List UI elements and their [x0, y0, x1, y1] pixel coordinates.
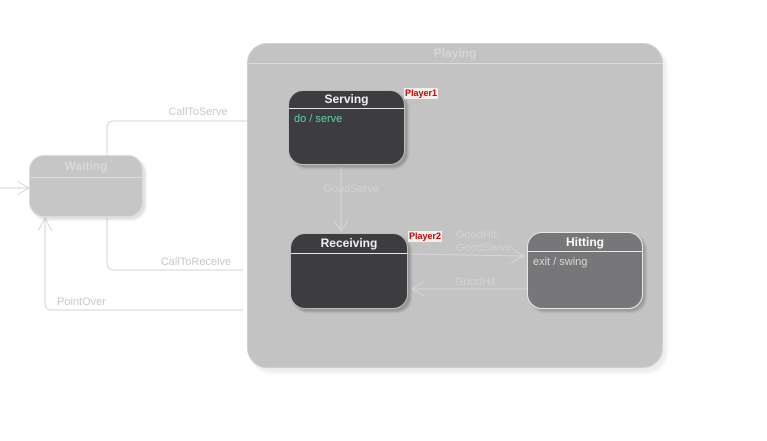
state-waiting[interactable]: Waiting: [29, 155, 143, 217]
state-playing-title: Playing: [248, 44, 662, 64]
annotation-player1[interactable]: Player1: [404, 88, 439, 99]
label-goodhit-goodserve[interactable]: GoodHit, GoodServe: [456, 229, 512, 255]
state-serving-title: Serving: [289, 91, 404, 109]
state-receiving-title: Receiving: [291, 234, 407, 254]
state-hitting[interactable]: Hitting exit / swing: [527, 232, 643, 309]
label-call-to-serve[interactable]: CallToServe: [168, 106, 228, 118]
transition-initial[interactable]: [0, 180, 30, 196]
label-goodhit-goodserve-line1: GoodHit,: [456, 229, 500, 241]
label-good-serve[interactable]: GoodServe: [323, 183, 379, 195]
state-waiting-title: Waiting: [30, 156, 142, 178]
label-good-hit[interactable]: GoodHit: [455, 276, 496, 288]
label-goodhit-goodserve-line2: GoodServe: [456, 242, 512, 254]
transition-call-to-serve[interactable]: [106, 120, 247, 155]
state-serving[interactable]: Serving do / serve: [288, 90, 405, 165]
state-receiving[interactable]: Receiving: [290, 233, 408, 309]
arrowhead-initial: [16, 180, 30, 196]
arrowhead-point-over: [37, 216, 53, 232]
state-serving-action: do / serve: [294, 113, 343, 125]
state-hitting-action: exit / swing: [533, 256, 588, 268]
label-call-to-receive[interactable]: CallToReceive: [160, 256, 232, 268]
state-hitting-title: Hitting: [528, 233, 642, 252]
label-point-over[interactable]: PointOver: [57, 296, 106, 308]
annotation-player2[interactable]: Player2: [408, 231, 443, 242]
